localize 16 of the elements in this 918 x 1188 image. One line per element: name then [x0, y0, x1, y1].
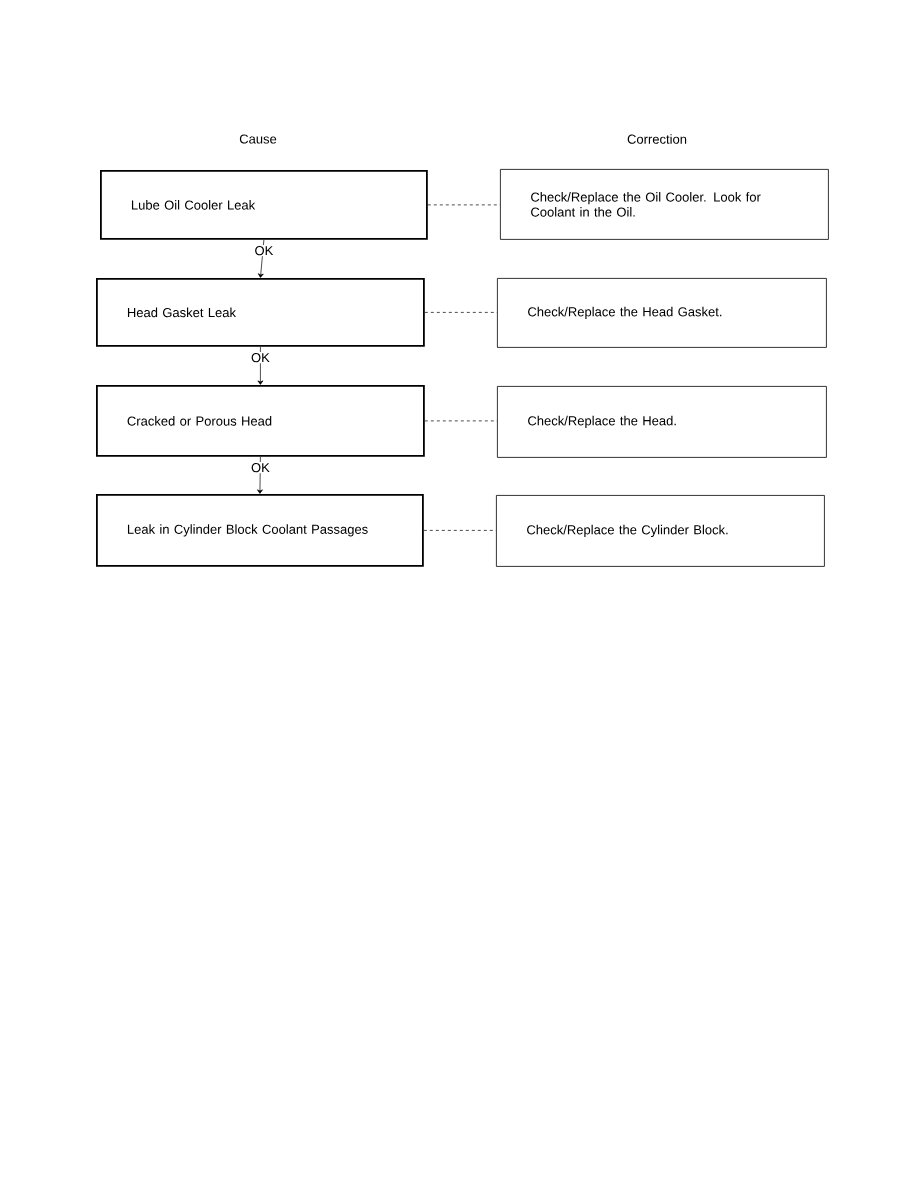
- column-heading: Correction: [627, 134, 687, 144]
- correction-box: Check/Replace the Head.: [497, 386, 827, 458]
- cause-box: Leak in Cylinder Block Coolant Passages: [96, 494, 424, 567]
- cause-box: Lube Oil Cooler Leak: [100, 170, 428, 240]
- correction-box: Check/Replace the Oil Cooler. Look for Coolant in the Oil.: [500, 169, 829, 240]
- arrow: [257, 346, 264, 385]
- edge-label: OK: [255, 246, 274, 256]
- arrow: [257, 239, 265, 278]
- correction-box: Check/Replace the Cylinder Block.: [496, 495, 825, 567]
- cause-box: Head Gasket Leak: [96, 278, 425, 347]
- column-heading: Cause: [239, 134, 277, 144]
- edge-label: OK: [251, 463, 270, 473]
- correction-box: Check/Replace the Head Gasket.: [497, 278, 827, 348]
- cause-box: Cracked or Porous Head: [96, 385, 425, 457]
- edge-label: OK: [251, 353, 270, 363]
- arrow: [257, 456, 263, 494]
